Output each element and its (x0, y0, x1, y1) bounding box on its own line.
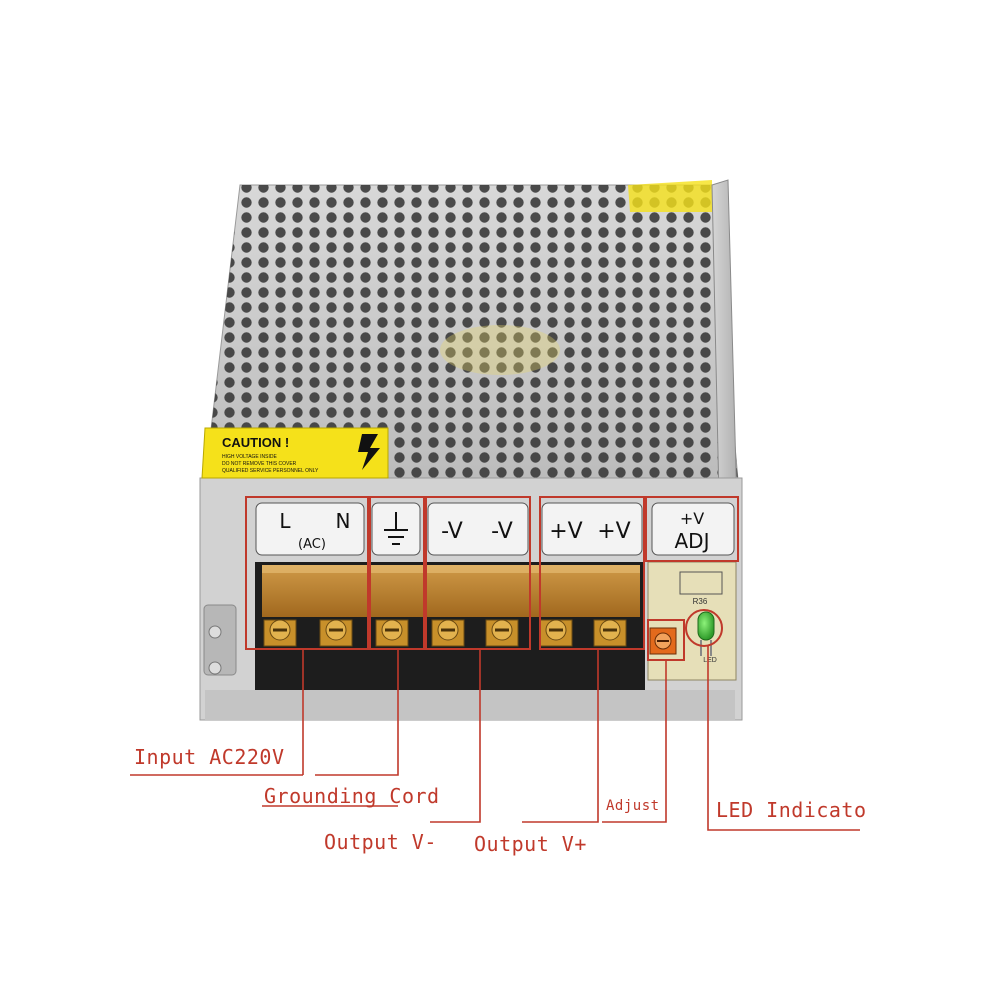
pcb-label-r: R36 (693, 597, 708, 606)
circle-led (685, 609, 723, 647)
led-indicator (697, 611, 715, 656)
label-vplus-1: +V (549, 519, 582, 544)
caution-title: CAUTION ! (222, 435, 289, 450)
leader-led (707, 646, 860, 831)
leader-output-minus (430, 650, 481, 823)
label-adj-bottom: ADJ (675, 529, 710, 553)
label-vminus-1: -V (441, 519, 463, 544)
high-voltage-icon (358, 434, 380, 470)
callout-adjust: Adjust (606, 798, 660, 814)
box-input (245, 496, 369, 650)
leader-lines (130, 646, 860, 831)
pcb-label-led: LED (703, 657, 717, 664)
box-output-plus (539, 496, 645, 650)
leader-output-plus (522, 650, 599, 823)
terminal-labels: L N (AC) -V -V +V +V +V ADJ (255, 502, 735, 556)
terminal-cover (262, 565, 640, 617)
highlight-boxes (245, 496, 739, 661)
callout-ground: Grounding Cord (264, 784, 440, 808)
caution-line-3: QUALIFIED SERVICE PERSONNEL ONLY (222, 468, 319, 474)
terminal-block (255, 562, 645, 690)
mount-bracket (203, 604, 237, 676)
top-cover (204, 180, 739, 481)
screw-row (263, 619, 627, 647)
callout-input: Input AC220V (134, 745, 285, 769)
label-n: N (336, 509, 351, 533)
leader-ground (315, 650, 399, 776)
ground-icon (384, 512, 408, 545)
box-adj-label (645, 496, 739, 562)
callout-output-plus: Output V+ (474, 832, 587, 856)
label-vminus-2: -V (491, 519, 513, 544)
box-ground (369, 496, 425, 650)
callout-led: LED Indicato (716, 798, 867, 822)
label-vplus-2: +V (597, 519, 630, 544)
adjust-potentiometer (649, 627, 677, 655)
box-output-minus (425, 496, 531, 650)
caution-line-2: DO NOT REMOVE THIS COVER (222, 461, 297, 467)
callout-output-minus: Output V- (324, 830, 437, 854)
caution-line-1: HIGH VOLTAGE INSIDE (222, 454, 277, 460)
label-adj-top: +V (680, 509, 704, 528)
label-ac: (AC) (298, 537, 326, 552)
corner-sticker (628, 180, 712, 212)
leader-adjust (602, 660, 667, 823)
label-l: L (279, 509, 291, 533)
caution-sticker: CAUTION ! HIGH VOLTAGE INSIDE DO NOT REM… (201, 427, 389, 479)
